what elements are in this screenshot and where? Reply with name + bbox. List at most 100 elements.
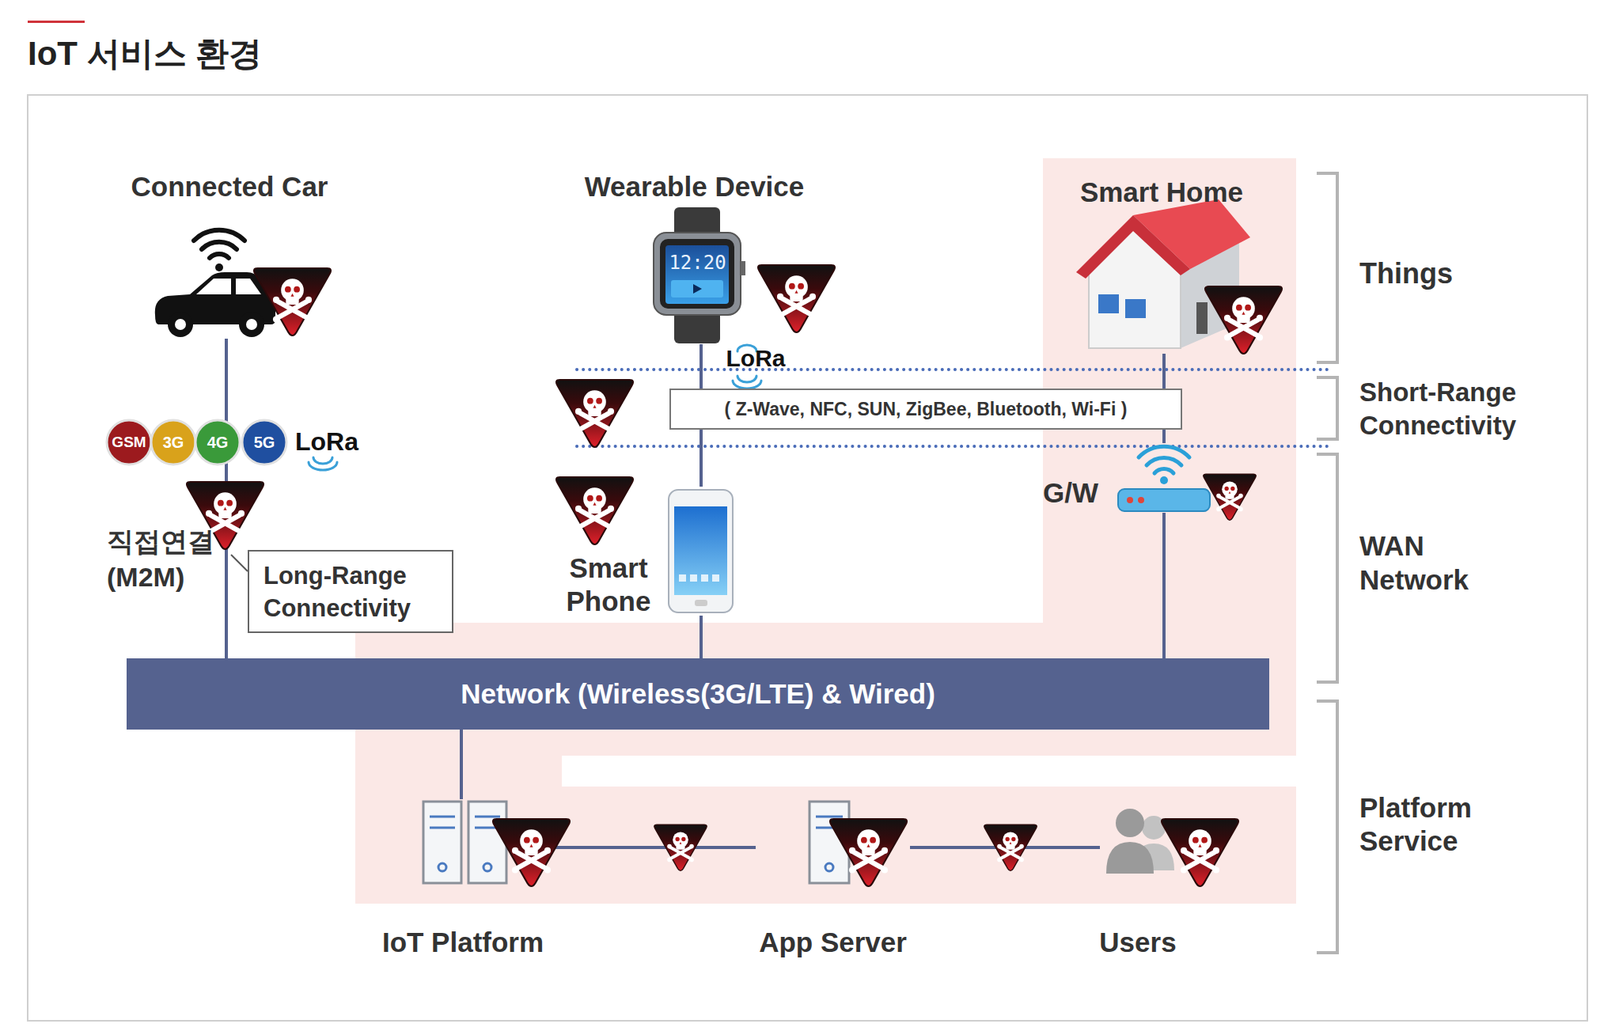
protocol-name: LoRa <box>287 427 367 457</box>
device-node: Connected Car <box>126 170 333 339</box>
badge-text: 4G <box>195 432 240 452</box>
car-icon <box>238 311 265 338</box>
layer-bracket <box>1316 701 1338 953</box>
phone-icon <box>668 489 733 613</box>
house-icon <box>1125 299 1146 319</box>
badge-text: GSM <box>106 432 152 452</box>
network-badge <box>195 420 240 465</box>
threat-marker <box>254 268 331 336</box>
threat-marker <box>830 818 907 887</box>
router-icon <box>1138 446 1190 458</box>
car-icon <box>196 278 232 295</box>
threat-marker <box>492 818 570 887</box>
connector-line <box>545 845 756 850</box>
node-label: Network (Wireless(3G/LTE) & Wired) <box>460 677 936 711</box>
layer-bracket <box>1316 454 1338 683</box>
node-label: ( Z-Wave, NFC, SUN, ZigBee, Bluetooth, W… <box>724 398 1128 421</box>
node-label: IoT Platform <box>379 925 546 960</box>
threat-marker <box>186 265 1282 887</box>
server-icon <box>429 815 455 819</box>
threat-marker <box>1203 473 1256 520</box>
network-badge <box>151 420 196 465</box>
phone-icon <box>674 506 728 596</box>
screen-time: 12:20 <box>665 251 730 274</box>
connection-note: 직접연결 (M2M) <box>106 523 218 596</box>
device-node: Smart Phone <box>549 486 736 616</box>
wifi-symbol <box>215 263 224 272</box>
network-badge <box>242 420 287 465</box>
protocol-box: ( Z-Wave, NFC, SUN, ZigBee, Bluetooth, W… <box>669 388 1183 430</box>
badge-text: 3G <box>151 432 196 452</box>
node-label: Long-Range Connectivity <box>263 559 438 625</box>
car-icon <box>155 272 276 338</box>
node-label: G/W <box>1042 476 1099 510</box>
wifi-symbol <box>193 230 245 272</box>
connector-line <box>459 729 463 800</box>
node-label: App Server <box>755 925 910 960</box>
lora-wave <box>308 462 338 471</box>
house-icon <box>1098 294 1119 314</box>
car-icon <box>174 318 186 330</box>
device-node: Smart Home <box>1060 175 1263 354</box>
phone-icon <box>668 489 733 613</box>
phone-icon <box>694 599 708 607</box>
lora-wave <box>732 380 762 389</box>
router-icon <box>1154 469 1174 474</box>
watch-icon <box>665 245 729 304</box>
layer-name: Short-Range Connectivity <box>1359 375 1550 443</box>
server-icon <box>438 863 447 872</box>
car-icon <box>167 311 194 338</box>
node-label: Smart Home <box>1060 175 1263 209</box>
router-icon <box>1138 446 1190 474</box>
phone-icon <box>690 574 698 582</box>
badge-text: 5G <box>242 432 287 452</box>
platform-node: App Server <box>755 799 910 958</box>
node-label: Users <box>1058 925 1218 960</box>
layer-bracket <box>1316 377 1338 440</box>
phone-icon <box>701 574 709 582</box>
dotted-boundary <box>576 444 1332 448</box>
platform-region <box>355 158 1297 904</box>
phone-icon <box>678 574 687 582</box>
phone-icon <box>712 574 720 582</box>
gateway-node: G/W <box>1042 443 1215 513</box>
server-icon <box>483 863 492 872</box>
wifi-symbol <box>193 230 245 241</box>
server-icon <box>468 801 507 884</box>
watch-icon <box>671 280 724 298</box>
layer-name: Platform Service <box>1359 791 1494 858</box>
router-icon <box>1160 476 1168 485</box>
router-icon <box>1146 457 1182 466</box>
frame <box>27 94 1588 1021</box>
watch-icon <box>653 207 746 344</box>
router-icon <box>1137 496 1145 504</box>
server-icon <box>429 826 455 830</box>
router-icon <box>1126 496 1134 504</box>
platform-node: Users <box>1099 799 1176 958</box>
threat-marker <box>984 824 1037 871</box>
threat-marker <box>654 824 707 871</box>
layer-bracket <box>1316 173 1338 363</box>
threat-marker <box>556 379 634 448</box>
watch-icon <box>740 261 746 276</box>
threat-marker <box>758 265 835 333</box>
server-icon <box>825 863 834 872</box>
watch-icon <box>693 284 702 294</box>
threat-marker <box>1205 286 1282 354</box>
car-icon <box>235 278 262 295</box>
watch-icon <box>653 232 741 315</box>
node-label: Smart Phone <box>549 551 668 619</box>
server-icon <box>423 801 850 884</box>
threat-marker <box>556 477 634 545</box>
router-icon <box>1118 446 1210 512</box>
connector-line <box>1162 512 1166 659</box>
wifi-symbol <box>201 242 237 250</box>
server-icon <box>423 801 462 884</box>
server-icon <box>815 815 843 819</box>
users-icon <box>1115 808 1145 838</box>
house-icon <box>1076 199 1251 349</box>
layer-bracket <box>1316 173 1338 953</box>
phone-icon <box>678 574 720 582</box>
